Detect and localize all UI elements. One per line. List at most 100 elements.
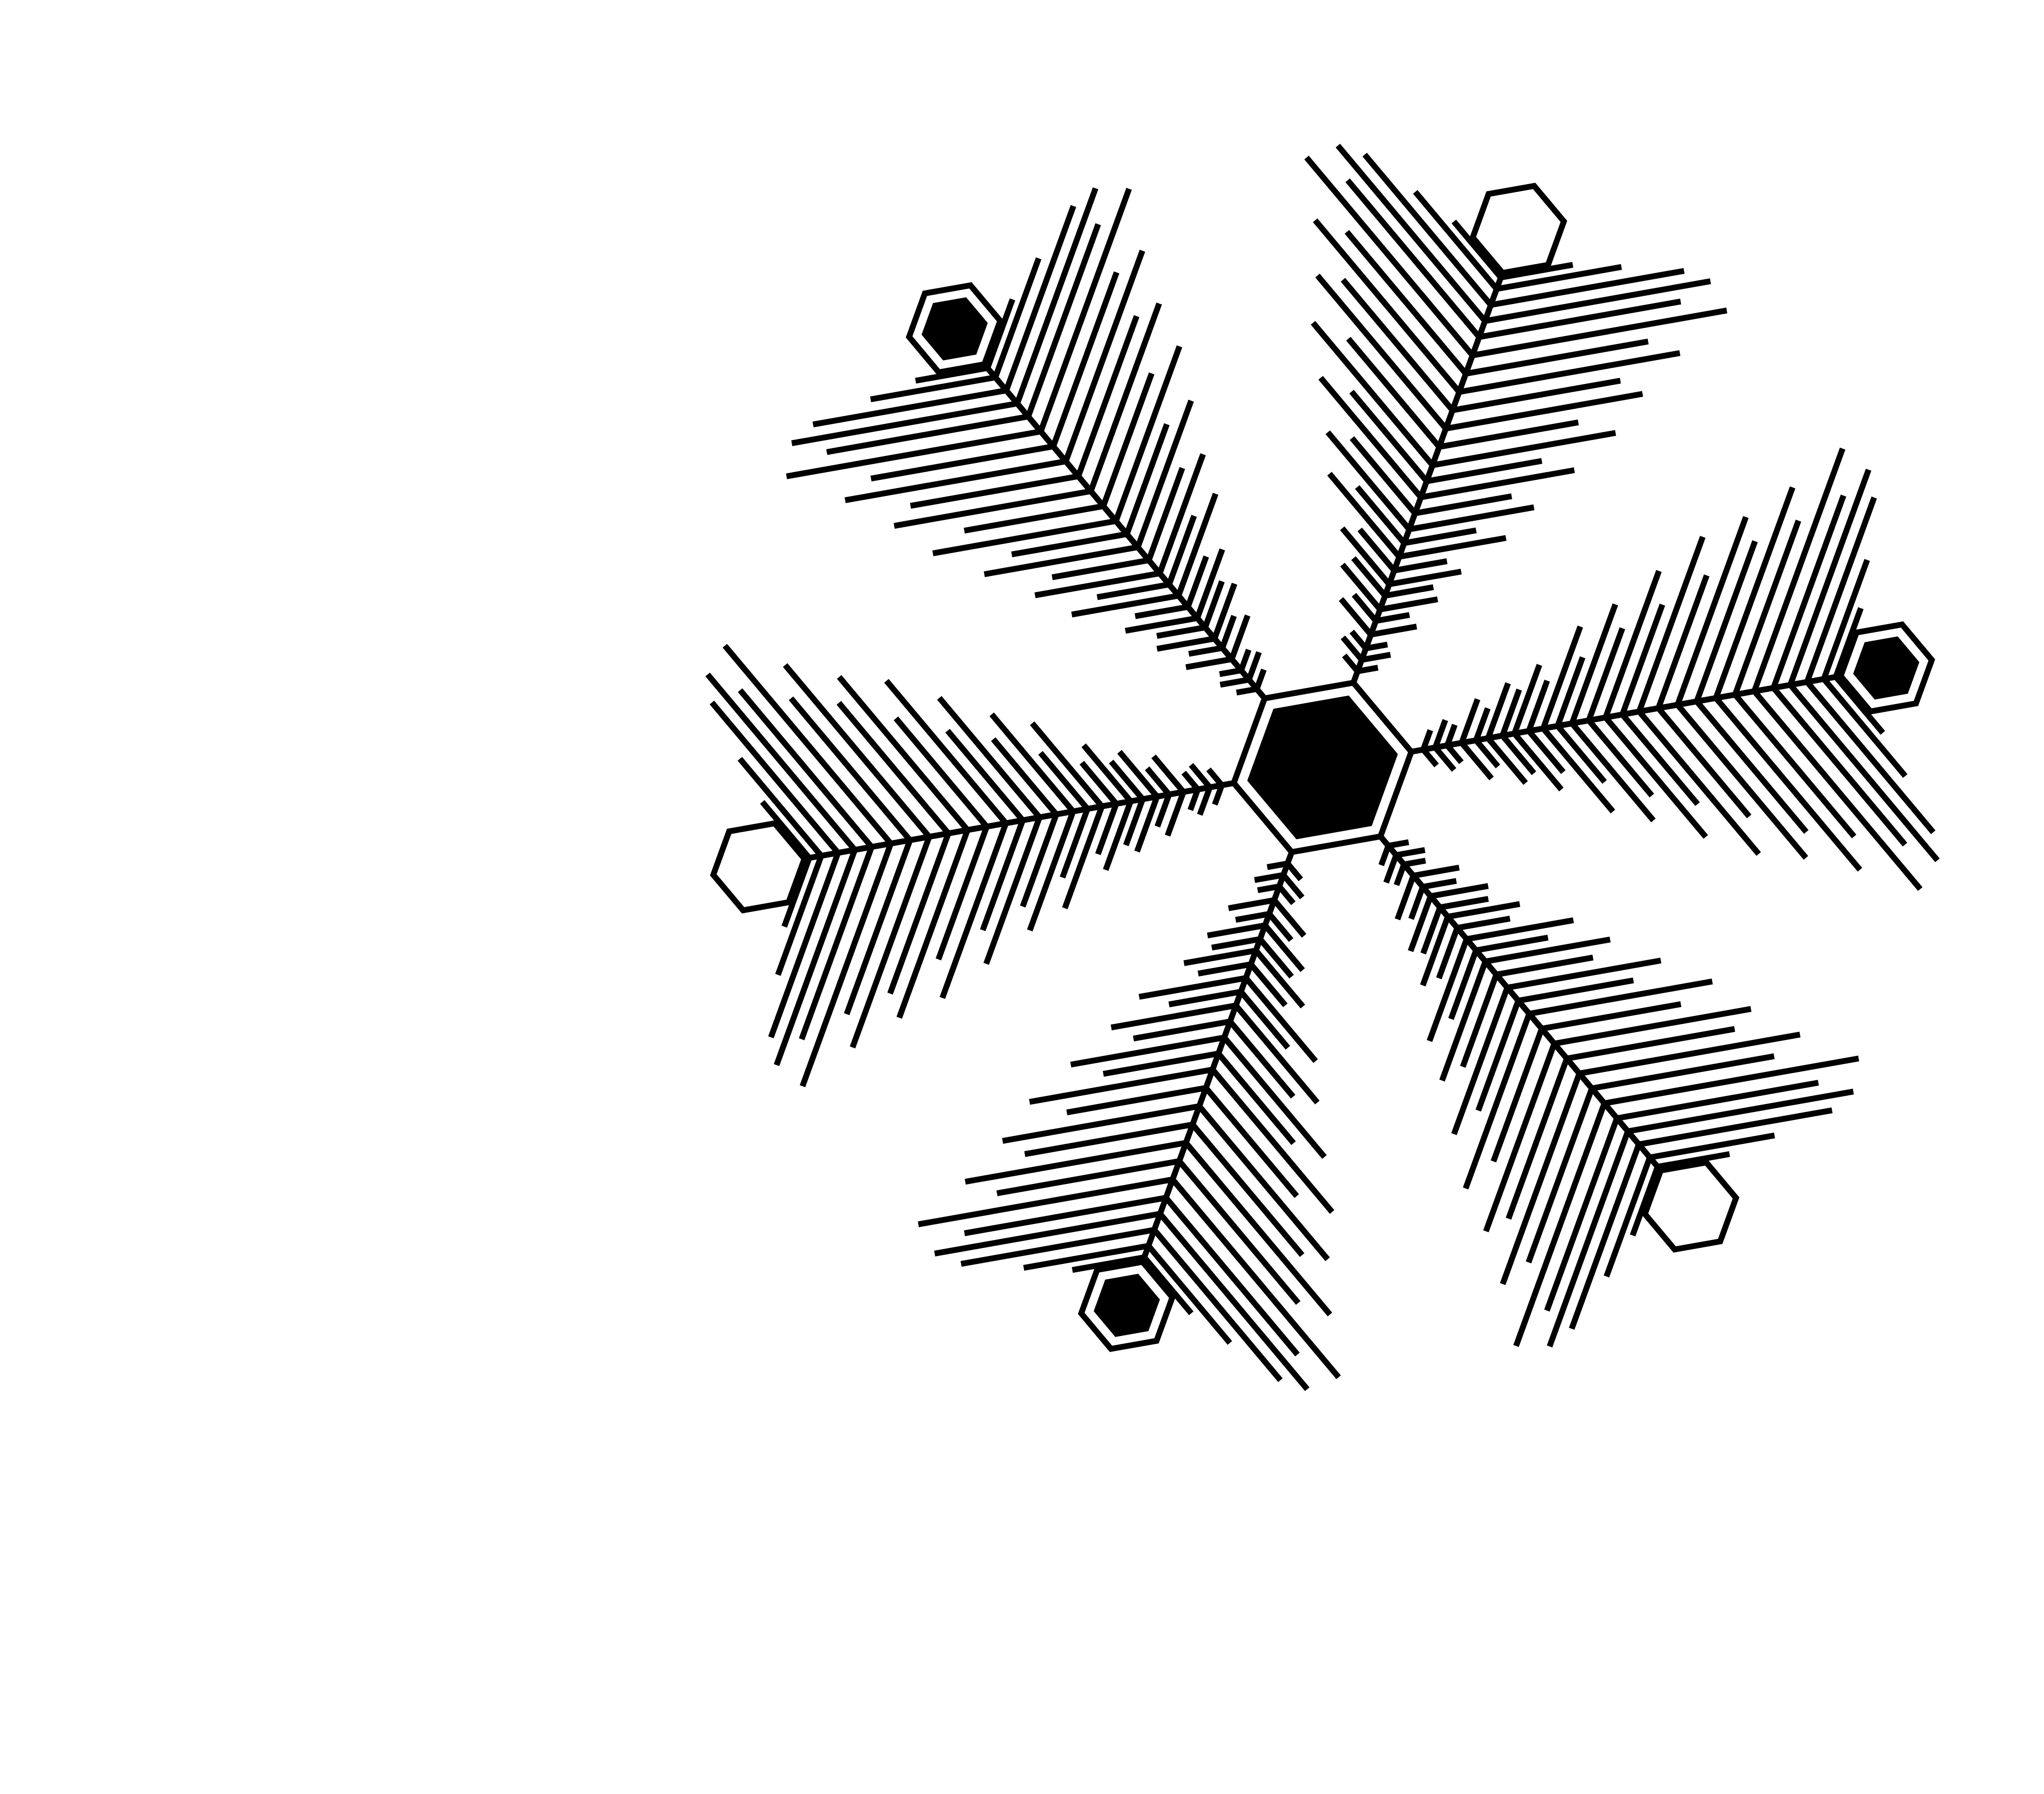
- arm-branch-right: [1713, 486, 1796, 699]
- arm-branch-left: [1394, 558, 1448, 573]
- arm-branch-right: [1420, 729, 1433, 751]
- arm-branch-left: [992, 257, 1041, 379]
- arm-branch-right: [1540, 625, 1583, 730]
- arm-branch-right: [1051, 557, 1150, 580]
- arm-branch-right: [1439, 896, 1489, 911]
- arm-branch-left: [893, 716, 989, 829]
- arm-branch-right: [1156, 635, 1215, 652]
- arm-branch-left: [1408, 504, 1534, 533]
- arm-branch-right: [1422, 878, 1457, 890]
- arm-branch-right: [768, 852, 841, 1038]
- arm-branch-left: [1185, 555, 1209, 608]
- arm-branch-left: [1452, 378, 1621, 413]
- arm-branch-left: [1254, 872, 1284, 883]
- arm-branch-left: [1570, 721, 1656, 822]
- arm-branch-right: [1034, 570, 1160, 598]
- arm-tip-hexagon-fill: [1094, 1274, 1160, 1337]
- arm-branch-left: [1460, 973, 1499, 1068]
- arm-branch-right: [1253, 949, 1306, 1009]
- arm-branch-left: [934, 1211, 1161, 1257]
- arm-branch-right: [1285, 861, 1304, 881]
- center-hexagon-core: [1247, 695, 1398, 840]
- arm-branch-left: [1656, 706, 1752, 819]
- arm-branch-right: [1591, 1053, 1775, 1091]
- arm-branch-right: [1346, 337, 1441, 449]
- arm-branch-left: [1788, 683, 1940, 862]
- arm-branch-left: [1375, 612, 1410, 624]
- arm-branch-left: [1420, 916, 1451, 987]
- snowflake-arm: [918, 849, 1341, 1392]
- arm-branch-left: [1267, 860, 1288, 870]
- arm-branch-right: [1277, 884, 1296, 905]
- arm-branch-left: [1395, 875, 1417, 920]
- arm-branch-left: [1394, 863, 1407, 886]
- arm-branch-left: [1235, 911, 1270, 923]
- arm-tip-hexagon-fill: [1853, 636, 1920, 700]
- arm-branch-right: [1341, 278, 1455, 412]
- arm-branch-right: [1579, 1031, 1801, 1077]
- arm-branch-left: [1448, 949, 1479, 1020]
- arm-branch-right: [1183, 1141, 1332, 1317]
- arm-branch-right: [844, 458, 1066, 503]
- arm-branch-left: [1694, 699, 1809, 834]
- arm-branch-left: [760, 800, 812, 860]
- arm-branch-right: [980, 819, 1026, 932]
- arm-branch-right: [1027, 810, 1076, 932]
- arm-branch-right: [1821, 559, 1870, 680]
- arm-branch-right: [1304, 155, 1475, 358]
- arm-branch-left: [1604, 1156, 1653, 1278]
- arm-branch-right: [1553, 1006, 1752, 1047]
- arm-branch-left: [1378, 844, 1391, 866]
- arm-branch-right: [1362, 153, 1493, 307]
- snowflake-arm: [1304, 143, 1727, 686]
- arm-branch-right: [1272, 898, 1306, 938]
- arm-branch-right: [932, 518, 1117, 556]
- arm-branch-right: [1244, 976, 1318, 1063]
- arm-branch-left: [918, 1176, 1173, 1227]
- arm-tip-hexagon: [1641, 1159, 1740, 1253]
- arm-branch-left: [1478, 298, 1682, 340]
- arm-branch-left: [1771, 686, 1908, 847]
- arm-branch-left: [1451, 986, 1510, 1135]
- arm-branch-right: [1103, 800, 1134, 871]
- arm-branch-right: [1062, 805, 1105, 910]
- arm-branch-right: [1649, 1132, 1775, 1161]
- arm-branch-left: [1038, 751, 1090, 811]
- arm-branch-right: [1095, 802, 1119, 856]
- arm-tip-hexagon: [710, 820, 808, 914]
- arm-branch-left: [1526, 729, 1566, 774]
- arm-branch-right: [1529, 978, 1713, 1017]
- arm-branch-left: [1113, 345, 1182, 522]
- arm-branch-left: [738, 757, 824, 858]
- arm-branch-right: [1619, 603, 1665, 716]
- arm-branch-right: [1554, 656, 1586, 727]
- arm-branch-right: [1228, 1019, 1296, 1099]
- arm-branch-left: [1500, 1072, 1582, 1285]
- arm-branch-right: [1636, 535, 1706, 713]
- arm-branch-right: [1339, 597, 1373, 637]
- arm-branch-left: [1821, 677, 1908, 778]
- arm-branch-left: [965, 1140, 1187, 1185]
- arm-branch-left: [1023, 1243, 1149, 1271]
- arm-branch-right: [1188, 645, 1223, 657]
- arm-branch-left: [1433, 745, 1457, 772]
- arm-branch-left: [1526, 1087, 1595, 1263]
- arm-branch-right: [1413, 190, 1499, 291]
- arm-branch-left: [1506, 1057, 1570, 1220]
- arm-branch-left: [1486, 736, 1528, 785]
- arm-branch-right: [1325, 430, 1412, 532]
- arm-branch-left: [1146, 467, 1185, 561]
- arm-branch-right: [1233, 1003, 1320, 1105]
- arm-branch-left: [1445, 391, 1643, 432]
- arm-branch-right: [1134, 795, 1160, 853]
- arm-branch-left: [1458, 350, 1681, 395]
- arm-branch-left: [1228, 897, 1275, 912]
- arm-branch-right: [1357, 527, 1397, 573]
- arm-branch-right: [915, 365, 988, 384]
- arm-branch-left: [1079, 761, 1119, 806]
- arm-branch-left: [1202, 580, 1225, 629]
- arm-branch-right: [1627, 1088, 1854, 1134]
- arm-branch-left: [1587, 718, 1654, 798]
- arm-branch-left: [1637, 709, 1761, 856]
- arm-branch-left: [1063, 249, 1145, 462]
